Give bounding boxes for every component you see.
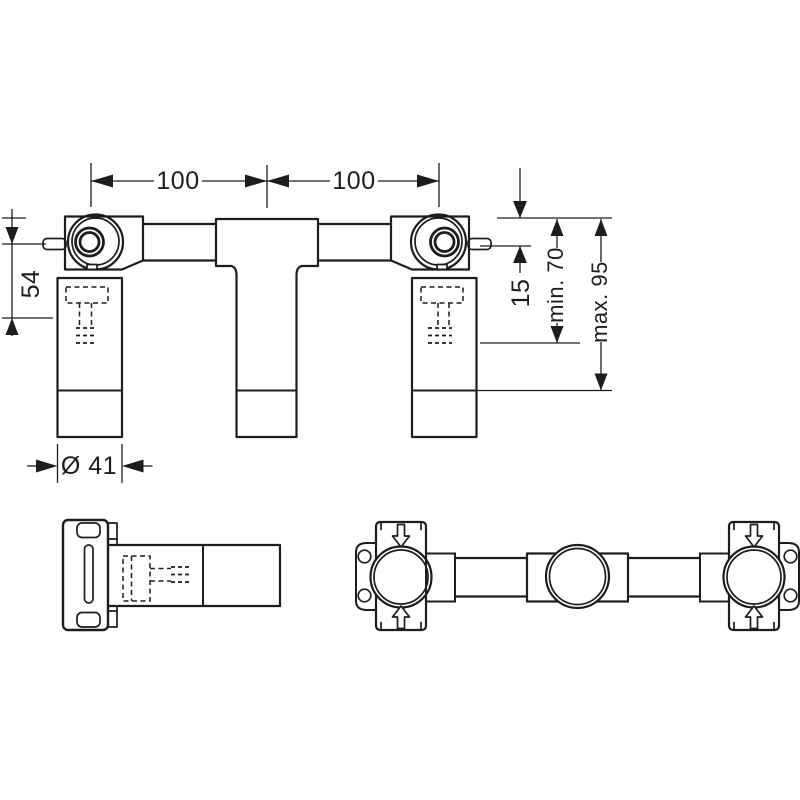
arrowhead-icon xyxy=(513,201,527,218)
arrowhead-icon xyxy=(267,174,289,188)
dimension-min-depth: min. 70 xyxy=(480,219,580,344)
flow-arrow-icon xyxy=(744,605,764,630)
left-supply-tower xyxy=(56,276,124,439)
plan-right-flange xyxy=(722,520,800,632)
left-pin xyxy=(42,237,67,251)
arrowhead-icon xyxy=(417,174,439,188)
side-flange-window-top xyxy=(76,522,101,539)
arrowhead-icon xyxy=(550,219,564,236)
right-supply-tower xyxy=(410,276,478,439)
left-valve-body xyxy=(42,213,145,439)
right-pin xyxy=(467,237,492,251)
plan-right-opening xyxy=(722,545,786,609)
arrowhead-icon xyxy=(122,459,144,473)
dim-label-offset: 15 xyxy=(507,279,535,308)
side-hidden-detail xyxy=(122,555,192,602)
mounting-hole xyxy=(783,588,798,603)
dimension-depth-54: 54 xyxy=(2,209,53,336)
mounting-hole xyxy=(357,549,372,564)
left-valve-bore xyxy=(74,226,105,258)
plan-view xyxy=(355,520,800,632)
dim-label-min-depth: min. 70 xyxy=(543,247,568,323)
side-flange-slot xyxy=(83,544,94,604)
arrowhead-icon xyxy=(245,174,267,188)
dim-label-depth: 54 xyxy=(17,270,45,299)
mounting-hole xyxy=(783,549,798,564)
plan-left-flange xyxy=(355,520,433,632)
arrowhead-icon xyxy=(594,219,608,236)
dim-label-span-right: 100 xyxy=(332,167,375,195)
dimension-max-depth: max. 95 xyxy=(476,219,612,392)
arrowhead-icon xyxy=(36,459,58,473)
dimension-span-right: 100 xyxy=(267,163,440,207)
dimension-diameter: Ø 41 xyxy=(27,444,153,483)
flow-arrow-icon xyxy=(391,605,411,630)
arrowhead-icon xyxy=(91,174,113,188)
dimension-offset-15: 15 xyxy=(480,168,612,307)
right-hidden-detail xyxy=(420,286,464,344)
arrowhead-icon xyxy=(550,326,564,343)
side-view xyxy=(61,518,282,632)
arrowhead-icon xyxy=(5,318,19,335)
arrowhead-icon xyxy=(594,373,608,391)
plan-right-lug xyxy=(779,542,800,611)
plan-center-opening xyxy=(544,543,611,610)
side-flange xyxy=(61,518,110,632)
dim-label-max-depth: max. 95 xyxy=(587,261,612,343)
plan-left-opening xyxy=(369,545,433,609)
side-flange-window-bottom xyxy=(76,611,101,628)
flow-arrow-icon xyxy=(391,523,411,548)
dim-label-span-left: 100 xyxy=(156,167,199,195)
arrowhead-icon xyxy=(5,227,19,244)
side-body xyxy=(106,543,282,608)
left-hidden-detail xyxy=(65,286,109,344)
dim-label-diameter: Ø 41 xyxy=(61,452,117,480)
right-valve-body xyxy=(389,213,492,439)
crossbar xyxy=(141,222,393,262)
mounting-hole xyxy=(357,588,372,603)
front-view xyxy=(42,213,492,439)
dimension-span-left: 100 xyxy=(90,163,268,208)
flow-arrow-icon xyxy=(744,523,764,548)
center-tee xyxy=(214,217,320,439)
plan-left-lug xyxy=(355,542,376,611)
right-valve-bore xyxy=(429,226,460,258)
